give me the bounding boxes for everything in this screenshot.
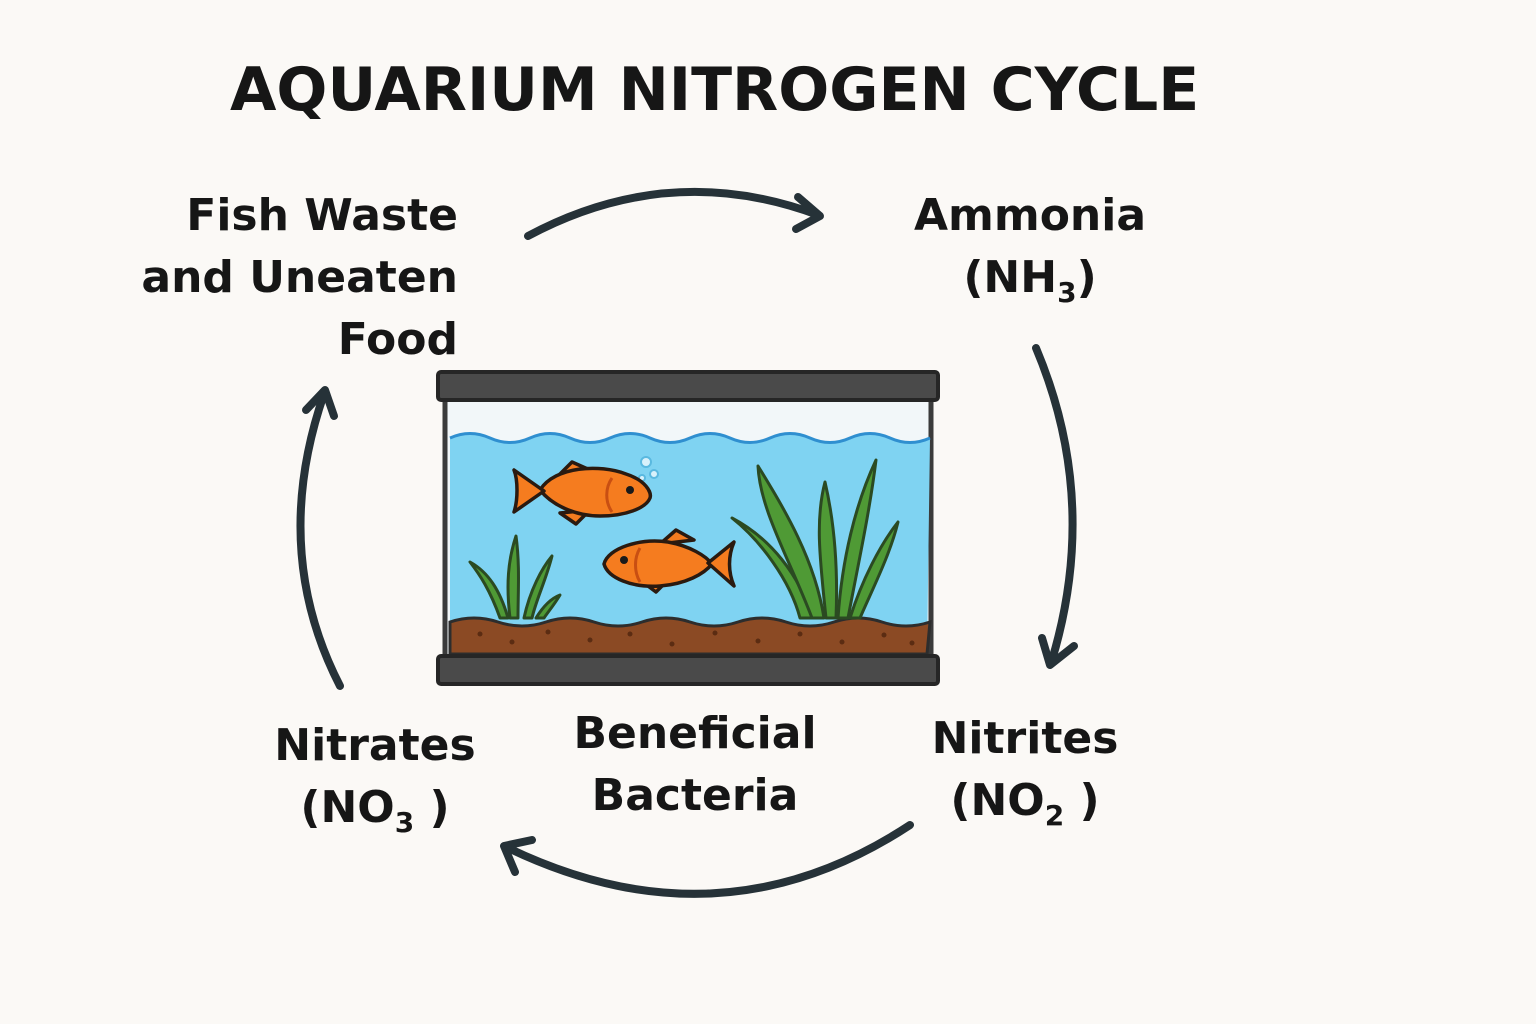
stage-nitrates-formula: (NO3 ) xyxy=(265,777,485,839)
stage-ammonia: Ammonia (NH3) xyxy=(900,185,1160,309)
formula-open: (NH xyxy=(963,252,1058,303)
stage-ammonia-name: Ammonia xyxy=(913,190,1147,241)
formula-subscript: 3 xyxy=(1057,276,1077,309)
cycle-arrow-icon xyxy=(524,187,824,240)
diagram-title: AQUARIUM NITROGEN CYCLE xyxy=(230,55,1200,125)
formula-close: ) xyxy=(414,782,450,833)
cycle-arrow-icon xyxy=(500,821,914,898)
formula-open: (NO xyxy=(950,775,1045,826)
stage-ammonia-formula: (NH3) xyxy=(900,247,1160,309)
center-label-line-2: Bacteria xyxy=(591,770,799,821)
stage-nitrites-formula: (NO2 ) xyxy=(915,770,1135,832)
stage-fish-waste: Fish Waste and Uneaten Food xyxy=(140,185,458,371)
fish-icon xyxy=(602,528,736,594)
stage-nitrates-name: Nitrates xyxy=(274,720,476,771)
stage-nitrates: Nitrates (NO3 ) xyxy=(265,715,485,839)
aquarium-tank-icon xyxy=(436,370,940,686)
formula-open: (NO xyxy=(300,782,395,833)
formula-subscript: 2 xyxy=(1044,799,1065,832)
center-label-line-1: Beneficial xyxy=(573,708,817,759)
formula-close: ) xyxy=(1064,775,1100,826)
cycle-arrow-icon xyxy=(296,386,344,690)
formula-subscript: 3 xyxy=(394,806,415,839)
stage-nitrites-name: Nitrites xyxy=(931,713,1119,764)
fish-icon xyxy=(512,460,653,526)
formula-close: ) xyxy=(1076,252,1097,303)
center-label-bacteria: Beneficial Bacteria xyxy=(545,703,845,827)
stage-fish-waste-line-2: and Uneaten xyxy=(141,252,458,303)
plant-icon xyxy=(468,534,562,620)
stage-fish-waste-line-1: Fish Waste xyxy=(186,190,458,241)
cycle-arrow-icon xyxy=(1032,344,1078,669)
stage-nitrites: Nitrites (NO2 ) xyxy=(915,708,1135,832)
stage-fish-waste-line-3: Food xyxy=(337,314,458,365)
plant-icon xyxy=(730,458,900,620)
